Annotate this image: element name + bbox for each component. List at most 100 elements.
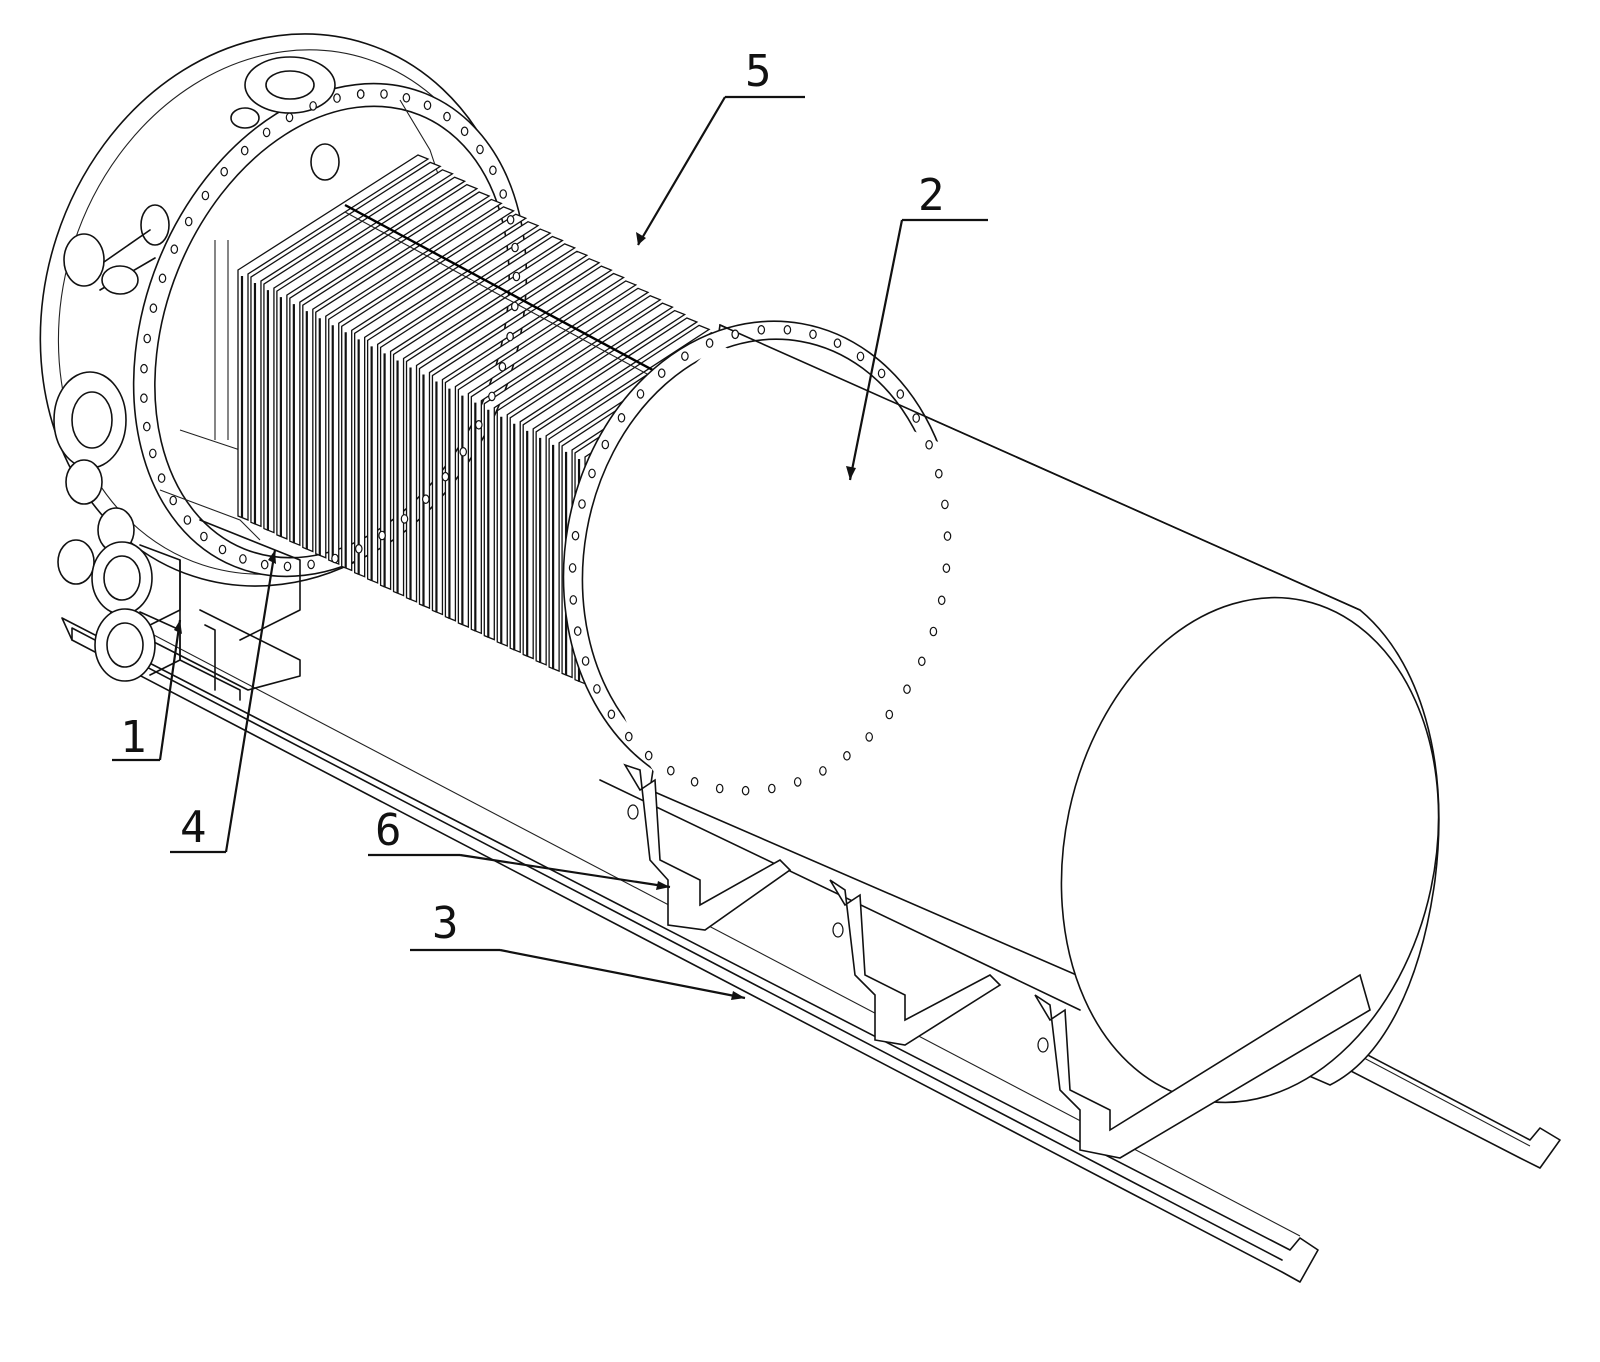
bolt-hole bbox=[239, 554, 247, 564]
bolt-hole bbox=[200, 531, 208, 542]
bolt-hole bbox=[506, 215, 515, 225]
bolt-hole bbox=[140, 363, 148, 374]
bolt-hole bbox=[657, 368, 666, 378]
bolt-hole bbox=[262, 127, 271, 138]
bolt-hole bbox=[476, 144, 484, 155]
bolt-hole bbox=[601, 439, 610, 450]
bolt-hole bbox=[499, 189, 508, 199]
bolt-hole bbox=[309, 101, 317, 111]
bolt-hole bbox=[220, 166, 229, 177]
bolt-hole bbox=[896, 389, 905, 399]
plate bbox=[250, 161, 442, 528]
bolt-hole bbox=[636, 389, 645, 399]
bolt-hole bbox=[331, 553, 339, 564]
bolt-hole bbox=[793, 777, 802, 787]
callouts: 5 2 1 4 6 bbox=[112, 46, 988, 1000]
bolt-hole bbox=[460, 126, 469, 137]
bolt-hole bbox=[624, 731, 633, 742]
bolt-hole bbox=[644, 750, 653, 761]
callout-6: 6 bbox=[368, 805, 671, 890]
bolt-hole bbox=[617, 412, 626, 423]
bolt-hole bbox=[143, 421, 151, 432]
bolt-hole bbox=[666, 765, 675, 776]
bolt-hole bbox=[833, 338, 842, 348]
head-flange-holes bbox=[140, 89, 521, 572]
callout-6-label: 6 bbox=[375, 805, 402, 856]
bolt-hole bbox=[378, 530, 386, 541]
bolt-hole bbox=[441, 471, 450, 482]
bolt-hole bbox=[184, 216, 193, 227]
callout-1-label: 1 bbox=[120, 712, 147, 763]
bolt-hole bbox=[767, 783, 776, 794]
bolt-hole bbox=[705, 338, 714, 348]
plate-bank bbox=[237, 154, 760, 691]
bolt-hole bbox=[607, 709, 616, 720]
callout-4: 4 bbox=[170, 549, 277, 854]
shell-flange-holes bbox=[568, 324, 952, 796]
plate bbox=[392, 243, 577, 597]
bolt-hole bbox=[885, 709, 894, 720]
bolt-hole bbox=[400, 514, 409, 524]
bolt-hole bbox=[593, 684, 601, 694]
bolt-hole bbox=[942, 563, 951, 573]
bolt-hole bbox=[183, 515, 192, 525]
bolt-hole bbox=[569, 595, 578, 605]
bolt-hole bbox=[170, 244, 179, 254]
bolt-hole bbox=[421, 494, 430, 504]
plate bbox=[237, 154, 430, 521]
bolt-hole bbox=[512, 271, 521, 282]
bolt-hole bbox=[489, 165, 497, 176]
bolt-hole bbox=[819, 766, 827, 776]
bolt-hole bbox=[681, 351, 689, 361]
bolt-hole bbox=[354, 543, 363, 554]
bolt-hole bbox=[158, 273, 167, 284]
bolt-hole bbox=[588, 468, 596, 479]
bolt-hole bbox=[402, 93, 411, 103]
plate bbox=[289, 183, 479, 547]
bolt-hole bbox=[741, 785, 750, 796]
bolt-hole bbox=[937, 595, 946, 606]
bolt-hole bbox=[757, 324, 766, 335]
bolt-hole bbox=[506, 331, 514, 342]
bolt-hole bbox=[581, 656, 590, 666]
bolt-hole bbox=[856, 351, 865, 362]
plate bbox=[522, 317, 699, 660]
plate bbox=[470, 287, 650, 635]
bolt-hole bbox=[140, 393, 148, 403]
bolt-hole bbox=[218, 544, 227, 555]
plate bbox=[418, 257, 601, 610]
plate bbox=[263, 169, 454, 534]
head-nozzles bbox=[53, 56, 340, 585]
plate bbox=[366, 228, 552, 584]
bolt-hole bbox=[283, 561, 292, 572]
callout-2-label: 2 bbox=[918, 170, 945, 221]
bolt-hole bbox=[157, 473, 166, 483]
bolt-hole bbox=[307, 559, 315, 570]
bolt-hole bbox=[143, 333, 152, 344]
bolt-hole bbox=[149, 448, 157, 459]
bolt-hole bbox=[474, 419, 483, 430]
plate bbox=[483, 295, 662, 641]
bolt-hole bbox=[934, 468, 943, 479]
bolt-hole bbox=[573, 626, 582, 636]
bolt-hole bbox=[459, 446, 468, 457]
bolt-hole bbox=[877, 368, 886, 379]
bolt-hole bbox=[380, 89, 388, 99]
plate bbox=[276, 176, 467, 540]
plate bbox=[354, 220, 540, 578]
plate bbox=[341, 213, 528, 572]
bolt-hole bbox=[843, 750, 851, 761]
bolt-hole bbox=[498, 361, 507, 372]
bolt-hole bbox=[943, 531, 952, 541]
bolt-hole bbox=[571, 530, 580, 541]
callout-3: 3 bbox=[410, 898, 746, 1000]
plate bbox=[509, 309, 687, 654]
bolt-hole bbox=[568, 563, 577, 573]
bolt-hole bbox=[169, 495, 178, 506]
bolt-hole bbox=[443, 111, 451, 122]
bolt-hole bbox=[690, 776, 699, 787]
callout-3-label: 3 bbox=[432, 898, 459, 949]
bottom-nozzles bbox=[91, 541, 181, 682]
bolt-hole bbox=[260, 559, 269, 570]
